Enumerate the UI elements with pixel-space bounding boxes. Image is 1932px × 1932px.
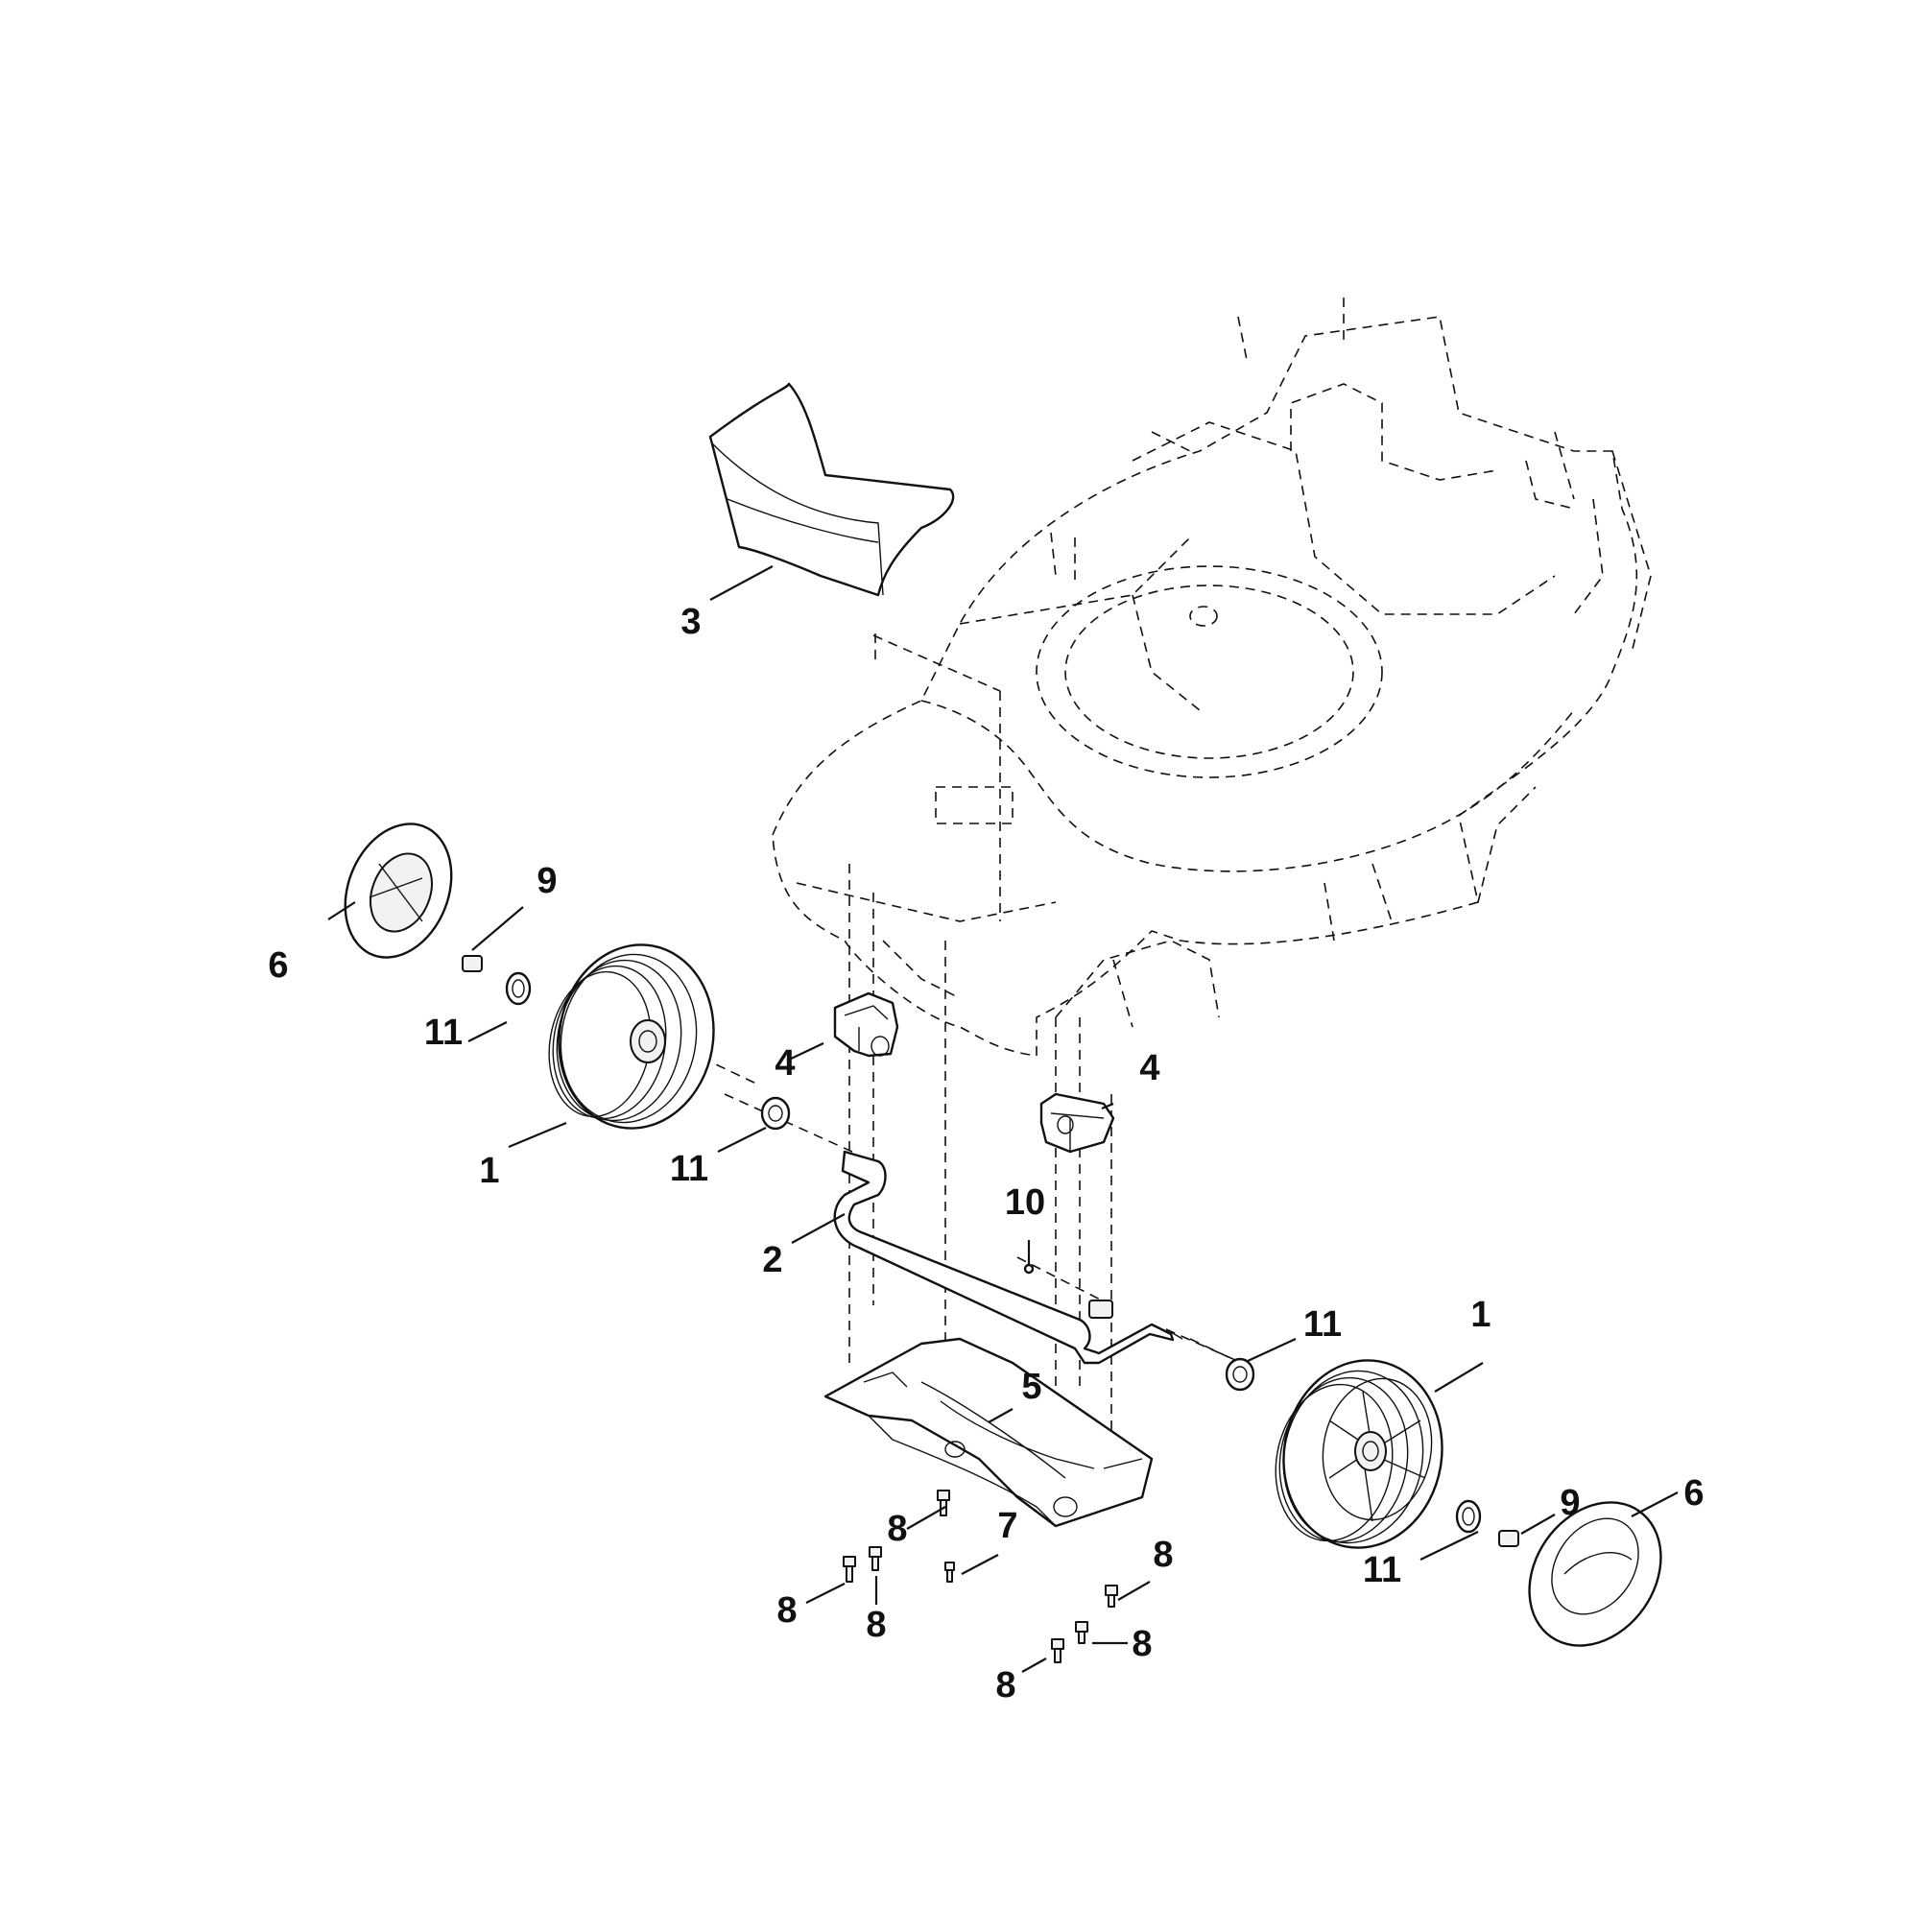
axle-part bbox=[833, 1150, 1183, 1365]
mower-deck-outline bbox=[772, 298, 1652, 1057]
wheel-right-part bbox=[1275, 1359, 1443, 1549]
wheel-left-part bbox=[548, 943, 715, 1130]
callout-hub-cap-right: 6 bbox=[1683, 1473, 1704, 1514]
callout-screw-8-d: 8 bbox=[1132, 1624, 1152, 1664]
screw-8-d-part bbox=[1075, 1621, 1088, 1644]
callout-screw-8-b: 8 bbox=[866, 1605, 886, 1645]
cover-plate-part bbox=[823, 1337, 1154, 1528]
callout-screw-8-a: 8 bbox=[776, 1590, 797, 1631]
leader-lines bbox=[327, 565, 1679, 1673]
callout-nut-left: 9 bbox=[537, 861, 557, 901]
callout-bracket-right: 4 bbox=[1139, 1048, 1159, 1088]
callout-pin: 10 bbox=[1005, 1182, 1045, 1223]
screw-8-a-part bbox=[843, 1556, 856, 1583]
callout-bearing-left-outer: 11 bbox=[424, 1013, 463, 1053]
nut-left-part bbox=[462, 955, 483, 972]
screw-7-part bbox=[944, 1562, 955, 1583]
callout-screw-7: 7 bbox=[997, 1506, 1017, 1546]
callout-axle: 2 bbox=[762, 1240, 782, 1280]
pin-part bbox=[1023, 1263, 1035, 1275]
callouts: 3 6 9 11 1 4 11 4 2 10 5 11 1 11 9 6 8 7… bbox=[268, 602, 1704, 1705]
callout-bracket-left: 4 bbox=[775, 1043, 795, 1084]
bearing-left-outer-part bbox=[505, 971, 532, 1006]
callout-screw-8-e: 8 bbox=[995, 1665, 1015, 1705]
callout-wheel-right: 1 bbox=[1470, 1295, 1491, 1335]
rear-flap-part bbox=[708, 382, 955, 597]
callout-bearing-right-inner: 11 bbox=[1303, 1304, 1342, 1345]
hub-cap-left-part bbox=[344, 823, 453, 959]
callout-bearing-left-inner: 11 bbox=[670, 1149, 708, 1189]
screw-8-b-part bbox=[869, 1546, 882, 1571]
nut-right-part bbox=[1498, 1530, 1519, 1547]
bearing-right-outer-part bbox=[1455, 1499, 1482, 1534]
screw-8-c-part bbox=[1105, 1585, 1118, 1608]
callout-cover-plate: 5 bbox=[1021, 1367, 1041, 1407]
screw-8-e-part bbox=[1051, 1638, 1064, 1663]
callout-rear-flap: 3 bbox=[680, 602, 701, 642]
screw-8-upper-part bbox=[937, 1490, 950, 1516]
hub-cap-right-part bbox=[1528, 1501, 1662, 1647]
callout-screw-8-upper: 8 bbox=[887, 1509, 907, 1549]
callout-bearing-right-outer: 11 bbox=[1363, 1550, 1401, 1590]
callout-hub-cap-left: 6 bbox=[268, 945, 288, 986]
bearing-right-inner-part bbox=[1225, 1357, 1255, 1392]
bracket-left-part bbox=[833, 991, 899, 1058]
callout-wheel-left: 1 bbox=[479, 1151, 499, 1191]
bearing-left-inner-part bbox=[760, 1096, 791, 1131]
bracket-right-part bbox=[1039, 1092, 1115, 1154]
callout-nut-right: 9 bbox=[1560, 1483, 1580, 1523]
callout-screw-8-c: 8 bbox=[1153, 1535, 1173, 1575]
